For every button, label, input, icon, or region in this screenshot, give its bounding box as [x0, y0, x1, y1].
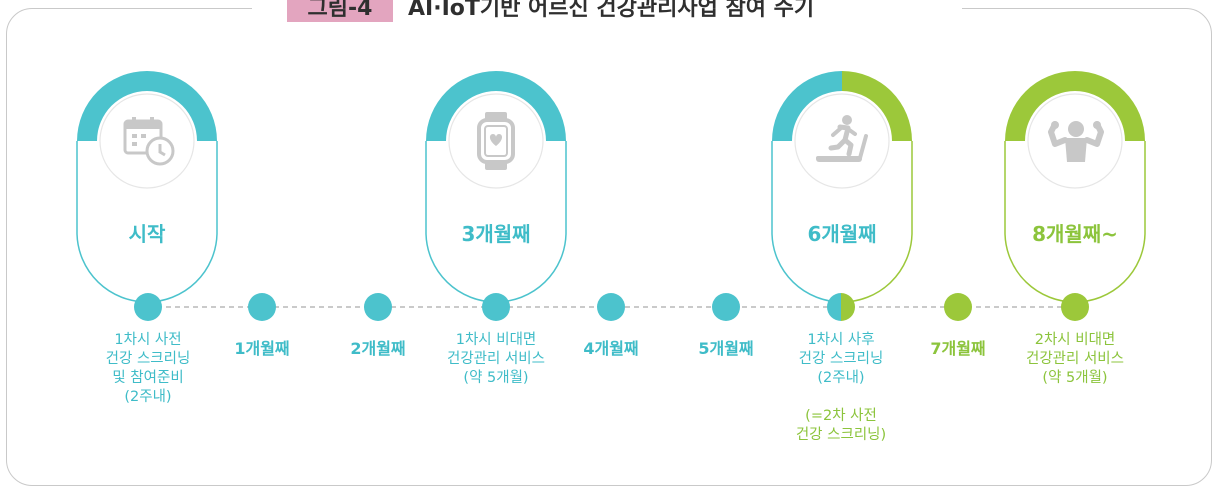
stage-label-start: 시작: [128, 222, 166, 246]
node-label-month-4: 4개월째: [583, 339, 639, 358]
node-label-month-1: 1개월째: [234, 339, 290, 358]
stage-label-8-months: 8개월째~: [1032, 222, 1118, 246]
timeline-dot-month-4: [597, 293, 625, 321]
timeline-dot-month-6: [827, 293, 855, 321]
timeline-dot-month-7: [944, 293, 972, 321]
node-label-month-7: 7개월째: [930, 339, 986, 358]
stage-label-3-months: 3개월째: [461, 222, 531, 246]
figure-title-text: AI·IoT기반 어르신 건강관리사업 참여 주기: [408, 0, 815, 21]
stage-card-start: 시작: [76, 70, 218, 302]
timeline-dot-month-1: [248, 293, 276, 321]
stage-card-3-months: 3개월째: [425, 70, 567, 302]
timeline-dot-month-5: [712, 293, 740, 321]
node-label-month-8: 2차시 비대면 건강관리 서비스 (약 5개월): [1026, 332, 1124, 386]
node-label-start: 1차시 사전 건강 스크리닝 및 참여준비 (2주내): [105, 332, 191, 405]
timeline-dot-month-2: [364, 293, 392, 321]
node-label-month-2: 2개월째: [350, 339, 406, 358]
timeline-dot-month-8: [1061, 293, 1089, 321]
stage-card-6-months: 6개월째: [771, 70, 913, 302]
stage-label-6-months: 6개월째: [807, 222, 877, 246]
node-label-month-3: 1차시 비대면 건강관리 서비스 (약 5개월): [447, 332, 545, 386]
node-label-month-6: 1차시 사후 건강 스크리닝 (2주내): [798, 332, 884, 386]
figure-number-badge: 그림-4: [287, 0, 393, 22]
stage-card-8-months: 8개월째~: [1004, 70, 1146, 302]
node-label-month-5: 5개월째: [698, 339, 754, 358]
timeline-dot-month-3: [482, 293, 510, 321]
figure-title: 그림-4 AI·IoT기반 어르신 건강관리사업 참여 주기: [0, 0, 1219, 34]
node-label-month-6-extra: (=2차 사전 건강 스크리닝): [795, 408, 887, 443]
timeline-dot-start: [134, 293, 162, 321]
